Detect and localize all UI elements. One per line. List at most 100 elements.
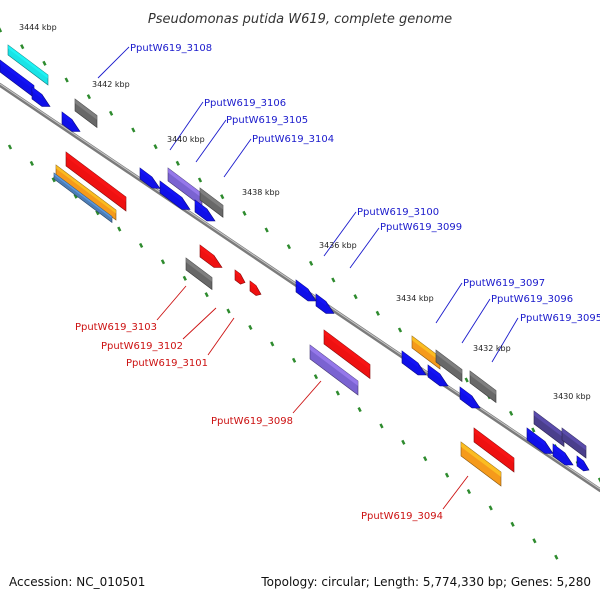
- gene-arrow-highlight: [553, 444, 565, 458]
- tick-mark: [286, 244, 292, 250]
- gene-label-plus[interactable]: PputW619_3105: [226, 115, 308, 126]
- gene-label-plus[interactable]: PputW619_3108: [130, 43, 212, 54]
- gene-box-highlight: [310, 345, 358, 386]
- tick-mark: [182, 275, 187, 281]
- gene-label-plus[interactable]: PputW619_3097: [463, 278, 545, 289]
- scale-label: 3436 kbp: [319, 241, 357, 250]
- accession-text: Accession: NC_010501: [9, 575, 146, 589]
- gene-box-highlight: [412, 336, 440, 362]
- tick-mark: [220, 194, 225, 200]
- gene-feature: [309, 344, 359, 396]
- gene-feature: [185, 257, 213, 291]
- tick-mark: [197, 177, 203, 183]
- gene-label-plus[interactable]: PputW619_3100: [357, 207, 439, 218]
- tick-mark: [488, 505, 493, 511]
- gene-feature: [561, 427, 587, 459]
- gene-feature: [460, 441, 502, 487]
- gene-feature: [234, 269, 246, 285]
- gene-feature: [427, 364, 449, 387]
- gene-feature: [469, 370, 497, 404]
- tick-mark: [335, 390, 340, 396]
- tick-mark: [175, 160, 180, 166]
- gene-box-highlight: [534, 411, 564, 439]
- tick-mark: [291, 357, 297, 363]
- tick-mark: [397, 327, 403, 333]
- tick-mark: [554, 554, 559, 560]
- gene-features: [0, 44, 590, 487]
- gene-label-plus[interactable]: PputW619_3104: [252, 134, 334, 145]
- gene-feature: [55, 164, 117, 221]
- tick-mark: [597, 477, 600, 483]
- tick-mark: [86, 94, 92, 100]
- upper-tick-track: [0, 27, 600, 483]
- scale-label: 3442 kbp: [92, 80, 130, 89]
- gene-feature: [576, 455, 590, 472]
- tick-mark: [466, 488, 472, 495]
- gene-label-plus-leader: [97, 46, 130, 79]
- tick-mark: [331, 277, 336, 283]
- gene-box-highlight: [474, 428, 514, 463]
- gene-box-highlight: [200, 188, 223, 210]
- gene-feature: [31, 86, 51, 107]
- tick-mark: [108, 110, 114, 116]
- gene-arrow-highlight: [235, 270, 241, 278]
- gene-feature: [53, 172, 113, 224]
- gene-label-plus[interactable]: PputW619_3095: [520, 313, 600, 324]
- tick-mark: [264, 227, 269, 233]
- gene-label-minus[interactable]: PputW619_3102: [101, 341, 183, 352]
- tick-mark: [313, 374, 319, 380]
- gene-label-plus-leader: [323, 211, 357, 257]
- gene-box-highlight: [54, 173, 112, 219]
- scale-label: 3440 kbp: [167, 135, 205, 144]
- gene-label-minus-leader: [182, 307, 217, 340]
- gene-box-highlight: [8, 45, 48, 79]
- gene-arrow-highlight: [160, 181, 182, 202]
- gene-label-plus-leader: [169, 101, 204, 151]
- gene-label-minus[interactable]: PputW619_3101: [126, 358, 208, 369]
- gene-feature: [459, 386, 481, 409]
- lower-tick-track: [7, 144, 559, 560]
- tick-mark: [353, 294, 358, 300]
- gene-arrow-highlight: [428, 365, 440, 379]
- gene-arrow-highlight: [195, 200, 207, 214]
- tick-mark: [131, 127, 136, 133]
- gene-feature: [194, 199, 216, 222]
- gene-label-plus-leader: [491, 317, 519, 363]
- tick-mark: [401, 439, 406, 445]
- gene-arrow-highlight: [200, 245, 214, 260]
- gene-arrow-highlight: [527, 428, 545, 446]
- gene-arrow-highlight: [62, 112, 72, 124]
- gene-box-highlight: [168, 168, 202, 199]
- gene-feature: [159, 180, 191, 210]
- gene-label-minus[interactable]: PputW619_3103: [75, 322, 157, 333]
- gene-label-plus[interactable]: PputW619_3096: [491, 294, 573, 305]
- gene-label-plus[interactable]: PputW619_3106: [204, 98, 286, 109]
- gene-feature: [473, 427, 515, 473]
- tick-mark: [117, 226, 122, 232]
- gene-label-minus[interactable]: PputW619_3098: [211, 416, 293, 427]
- gene-feature: [401, 350, 427, 376]
- gene-box-highlight: [470, 371, 496, 395]
- gene-arrow-highlight: [460, 387, 472, 401]
- gene-arrow-highlight: [316, 294, 326, 306]
- tick-mark: [531, 427, 536, 433]
- gene-label-plus[interactable]: PputW619_3099: [380, 222, 462, 233]
- gene-label-minus[interactable]: PputW619_3094: [361, 511, 443, 522]
- scale-label: 3432 kbp: [473, 344, 511, 353]
- gene-box-highlight: [0, 60, 34, 90]
- tick-mark: [51, 177, 56, 183]
- gene-box-highlight: [436, 350, 462, 374]
- gene-feature: [315, 293, 335, 314]
- tick-mark: [226, 308, 231, 314]
- gene-label-plus-leader: [223, 138, 252, 178]
- gene-labels: PputW619_3108PputW619_3106PputW619_3105P…: [75, 43, 600, 522]
- gene-box-highlight: [324, 330, 370, 370]
- tick-mark: [423, 456, 428, 462]
- gene-feature: [411, 335, 441, 370]
- scale-label: 3434 kbp: [396, 294, 434, 303]
- gene-arrow-highlight: [577, 456, 584, 465]
- tick-mark: [308, 260, 314, 266]
- tick-mark: [42, 60, 47, 66]
